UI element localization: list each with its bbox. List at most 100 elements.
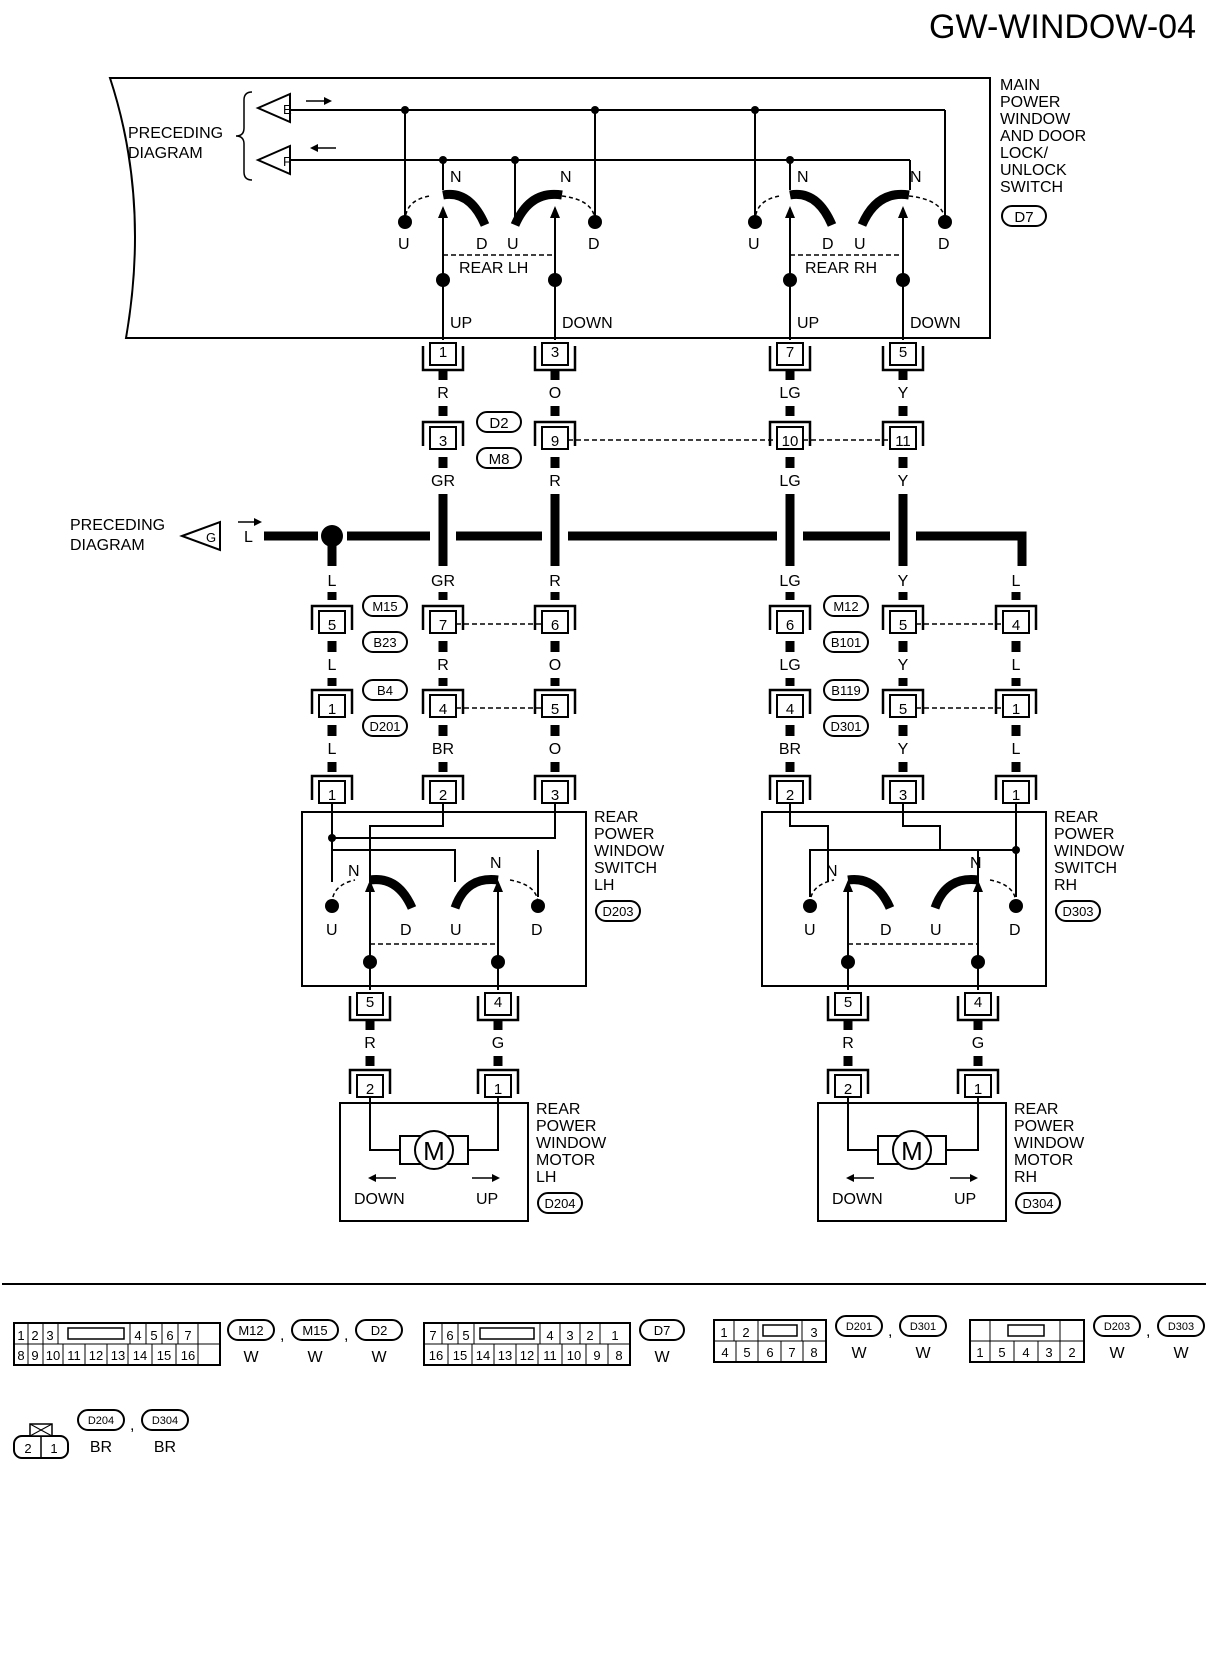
svg-text:POWER: POWER (536, 1118, 596, 1135)
svg-text:10: 10 (46, 1348, 60, 1363)
svg-text:M: M (423, 1136, 445, 1166)
l-bus-splice (321, 525, 343, 547)
svg-text:11: 11 (67, 1348, 81, 1363)
svg-text:M12: M12 (833, 599, 858, 614)
svg-text:4: 4 (134, 1328, 141, 1343)
svg-text:W: W (1173, 1345, 1189, 1362)
svg-text:R: R (549, 473, 561, 490)
b4-b119-connectors: 1 4 5 B4 D201 4 5 1 B119 D301 (310, 679, 1038, 737)
svg-text:N: N (348, 863, 360, 880)
ef-bus-wires (290, 109, 946, 220)
svg-text:2: 2 (439, 787, 447, 804)
wires-bus-to-m15 (327, 592, 1021, 600)
svg-text:4: 4 (1012, 617, 1020, 634)
svg-text:REAR: REAR (1054, 809, 1098, 826)
svg-text:U: U (326, 922, 338, 939)
svg-text:1: 1 (1012, 787, 1020, 804)
svg-text:D2: D2 (489, 415, 508, 432)
svg-text:R: R (437, 385, 449, 402)
svg-text:13: 13 (498, 1348, 512, 1363)
svg-text:1: 1 (17, 1328, 24, 1343)
svg-text:DOWN: DOWN (562, 315, 613, 332)
svg-text:W: W (243, 1349, 259, 1366)
svg-text:BR: BR (90, 1439, 112, 1456)
svg-text:U: U (804, 922, 816, 939)
svg-text:F: F (283, 154, 291, 169)
svg-text:REAR RH: REAR RH (805, 260, 877, 277)
ef-bus-nodes (401, 106, 794, 164)
svg-text:D301: D301 (830, 719, 861, 734)
svg-text:M8: M8 (489, 451, 510, 468)
svg-text:5: 5 (899, 344, 907, 361)
svg-text:Y: Y (898, 385, 909, 402)
svg-text:3: 3 (1045, 1345, 1052, 1360)
svg-text:5: 5 (328, 617, 336, 634)
svg-text:2: 2 (31, 1328, 38, 1343)
svg-text:N: N (560, 169, 572, 186)
svg-text:5: 5 (150, 1328, 157, 1343)
svg-text:LG: LG (779, 385, 800, 402)
rear-switch-lh: 1 2 3 N N U D U D REAR POWER WINDOW SWIT… (301, 774, 665, 1022)
wire-colors-row6: R G R G (364, 1035, 984, 1052)
svg-text:MOTOR: MOTOR (536, 1152, 595, 1169)
svg-text:M12: M12 (238, 1323, 263, 1338)
svg-text:5: 5 (998, 1345, 1005, 1360)
svg-text:7: 7 (439, 617, 447, 634)
svg-text:AND DOOR: AND DOOR (1000, 128, 1086, 145)
svg-text:D: D (400, 922, 412, 939)
svg-text:9: 9 (31, 1348, 38, 1363)
wires-d2-to-bus (438, 457, 908, 566)
main-switch-contacts: N N N N U D U D U D U D REAR LH REAR RH … (398, 169, 961, 340)
svg-text:N: N (490, 855, 502, 872)
svg-text:DOWN: DOWN (910, 315, 961, 332)
svg-text:UP: UP (450, 315, 472, 332)
svg-text:GR: GR (431, 473, 455, 490)
main-switch-box (108, 77, 991, 339)
svg-text:3: 3 (439, 433, 447, 450)
wires-b4-to-switch (327, 725, 1021, 772)
svg-text:POWER: POWER (1014, 1118, 1074, 1135)
svg-text:O: O (549, 657, 561, 674)
svg-text:D303: D303 (1062, 904, 1093, 919)
svg-text:15: 15 (157, 1348, 171, 1363)
svg-text:BR: BR (432, 741, 454, 758)
svg-text:1: 1 (328, 701, 336, 718)
svg-text:1: 1 (720, 1325, 727, 1340)
legend-connector-d204-d304: 2 1 D204 , D304 BR BR (13, 1409, 189, 1459)
svg-text:SWITCH: SWITCH (1054, 860, 1117, 877)
svg-text:M15: M15 (302, 1323, 327, 1338)
svg-text:16: 16 (181, 1348, 195, 1363)
svg-text:2: 2 (586, 1328, 593, 1343)
svg-text:,: , (280, 1327, 284, 1344)
svg-text:Y: Y (898, 657, 909, 674)
svg-text:DIAGRAM: DIAGRAM (128, 145, 203, 162)
svg-text:B119: B119 (831, 683, 860, 698)
svg-text:POWER: POWER (594, 826, 654, 843)
svg-text:Y: Y (898, 573, 909, 590)
svg-text:L: L (1012, 657, 1021, 674)
svg-text:REAR: REAR (1014, 1101, 1058, 1118)
svg-text:M: M (901, 1136, 923, 1166)
svg-text:2: 2 (844, 1081, 852, 1098)
svg-text:D203: D203 (602, 904, 633, 919)
svg-text:UP: UP (476, 1191, 498, 1208)
svg-text:N: N (910, 169, 922, 186)
svg-text:O: O (549, 385, 561, 402)
svg-text:4: 4 (546, 1328, 553, 1343)
svg-text:REAR: REAR (594, 809, 638, 826)
svg-text:LG: LG (779, 473, 800, 490)
svg-text:W: W (654, 1349, 670, 1366)
svg-text:5: 5 (899, 617, 907, 634)
svg-text:N: N (797, 169, 809, 186)
svg-text:D: D (588, 236, 600, 253)
svg-text:D304: D304 (1022, 1196, 1053, 1211)
preceding-diagram-g: PRECEDING DIAGRAM G L (70, 517, 262, 554)
svg-text:6: 6 (551, 617, 559, 634)
svg-text:3: 3 (566, 1328, 573, 1343)
svg-text:W: W (915, 1345, 931, 1362)
svg-text:L: L (1012, 573, 1021, 590)
svg-text:LOCK/: LOCK/ (1000, 145, 1049, 162)
svg-text:Y: Y (898, 473, 909, 490)
svg-text:D304: D304 (152, 1415, 178, 1427)
svg-text:14: 14 (476, 1348, 490, 1363)
